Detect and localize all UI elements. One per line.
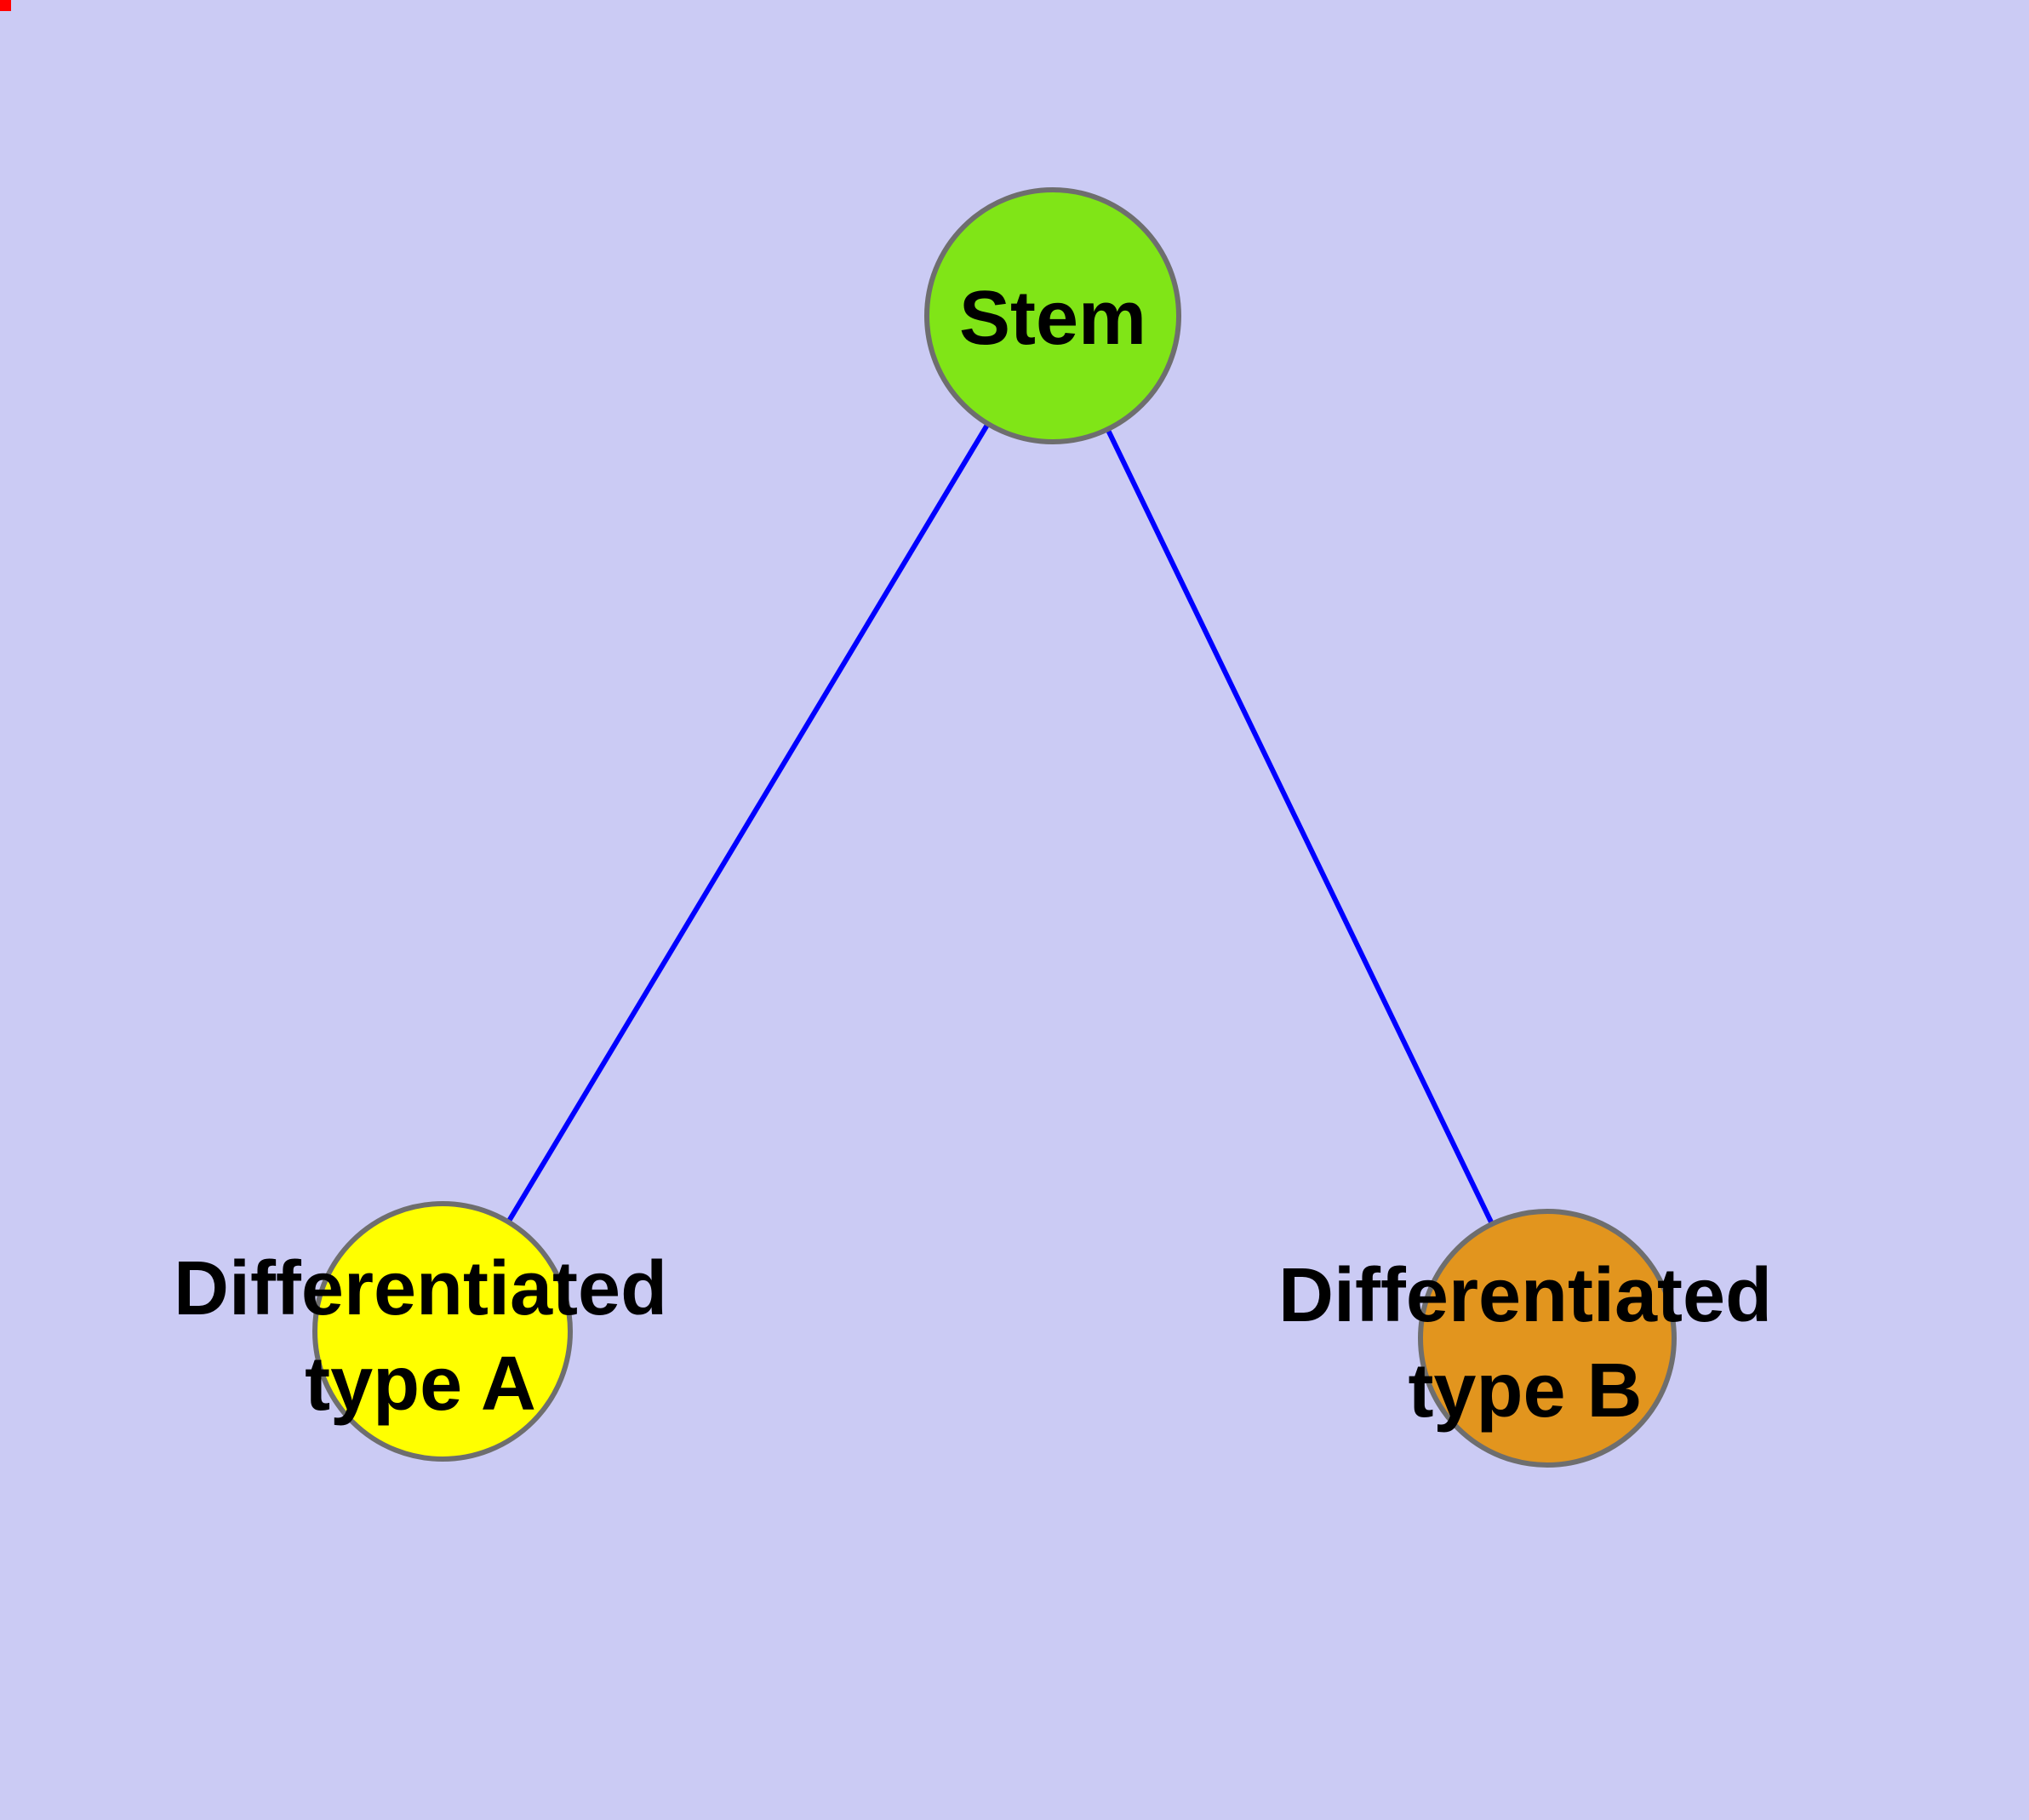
node-type-b-label-line1: Differentiated (1277, 1253, 1773, 1338)
corner-marker (0, 0, 11, 11)
node-type-a-label-line1: Differentiated (173, 1246, 668, 1331)
node-stem-label: Stem (959, 271, 1146, 366)
node-type-a (312, 1201, 573, 1462)
node-type-b-label: Differentiated type B (1278, 1248, 1772, 1439)
node-stem-label-text: Stem (958, 276, 1147, 361)
node-stem (924, 187, 1181, 444)
edge-stem-to-type-a (440, 314, 1055, 1333)
edge-stem-to-type-b (1050, 314, 1550, 1340)
node-type-b-label-line2: type B (1408, 1348, 1643, 1434)
node-type-a-label-line2: type A (305, 1342, 536, 1427)
node-type-a-label: Differentiated type A (174, 1241, 667, 1432)
node-type-b (1418, 1209, 1677, 1468)
